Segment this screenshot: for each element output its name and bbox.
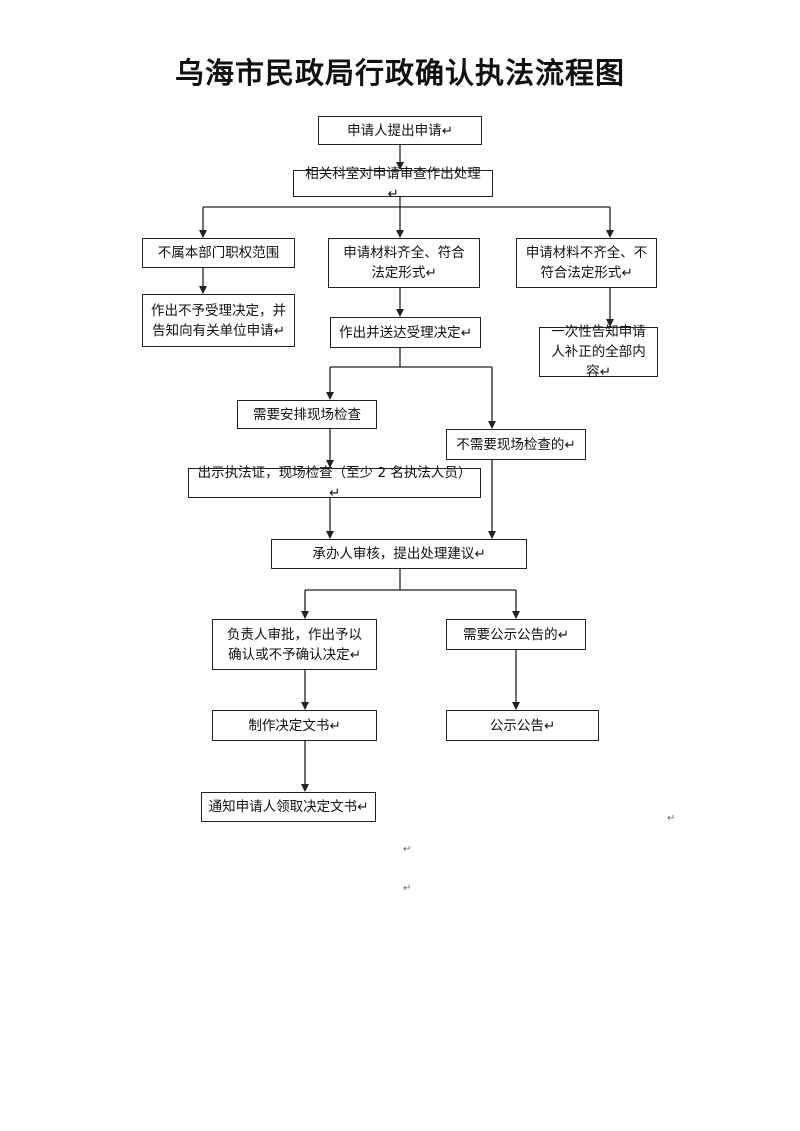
paragraph-mark: ↵ [403, 844, 412, 855]
node-publish: 公示公告↵ [446, 710, 599, 741]
node-correction-notice-label: 一次性告知申请人补正的全部内容↵ [551, 324, 646, 380]
node-onsite-needed: 需要安排现场检查 [237, 400, 377, 429]
paragraph-mark: ↵ [403, 883, 412, 894]
node-notify-label: 通知申请人领取决定文书↵ [208, 799, 369, 815]
node-onsite-not-needed: 不需要现场检查的↵ [446, 429, 586, 460]
node-make-document-label: 制作决定文书↵ [248, 717, 341, 734]
node-not-in-scope: 不属本部门职权范围 [142, 238, 295, 268]
node-complete: 申请材料齐全、符合法定形式↵ [328, 238, 480, 288]
node-inspection-label: 出示执法证，现场检查（至少 2 名执法人员）↵ [197, 465, 472, 501]
node-reject-notice: 作出不予受理决定，并告知向有关单位申请↵ [142, 294, 295, 347]
node-onsite-needed-label: 需要安排现场检查 [253, 406, 361, 423]
node-apply: 申请人提出申请↵ [318, 116, 482, 145]
node-approval: 负责人审批，作出予以确认或不予确认决定↵ [212, 619, 377, 670]
node-make-document: 制作决定文书↵ [212, 710, 377, 741]
node-onsite-not-needed-label: 不需要现场检查的↵ [456, 436, 576, 453]
node-reject-notice-label: 作出不予受理决定，并告知向有关单位申请↵ [151, 302, 286, 339]
node-publish-label: 公示公告↵ [489, 717, 556, 734]
node-incomplete-label: 申请材料不齐全、不符合法定形式↵ [525, 245, 648, 281]
node-incomplete: 申请材料不齐全、不符合法定形式↵ [516, 238, 657, 288]
node-publicity-needed: 需要公示公告的↵ [446, 619, 586, 650]
node-accept-notice: 作出并送达受理决定↵ [330, 317, 481, 348]
node-publicity-needed-label: 需要公示公告的↵ [463, 626, 569, 643]
node-inspection: 出示执法证，现场检查（至少 2 名执法人员）↵ [188, 465, 481, 501]
node-approval-label: 负责人审批，作出予以确认或不予确认决定↵ [227, 626, 362, 663]
node-apply-label: 申请人提出申请↵ [347, 122, 453, 139]
node-review-label: 相关科室对申请审查作出处理↵ [305, 165, 481, 202]
node-accept-notice-label: 作出并送达受理决定↵ [339, 324, 472, 341]
node-correction-notice: 一次性告知申请人补正的全部内容↵ [539, 324, 658, 380]
node-notify: 通知申请人领取决定文书↵ [201, 792, 376, 822]
node-complete-label: 申请材料齐全、符合法定形式↵ [343, 245, 465, 281]
node-handler-review-label: 承办人审核，提出处理建议↵ [312, 546, 486, 562]
node-not-in-scope-label: 不属本部门职权范围 [157, 245, 280, 261]
node-handler-review: 承办人审核，提出处理建议↵ [271, 539, 527, 569]
page-title: 乌海市民政局行政确认执法流程图 [174, 56, 625, 90]
node-review: 相关科室对申请审查作出处理↵ [293, 166, 493, 202]
paragraph-mark: ↵ [667, 813, 676, 824]
